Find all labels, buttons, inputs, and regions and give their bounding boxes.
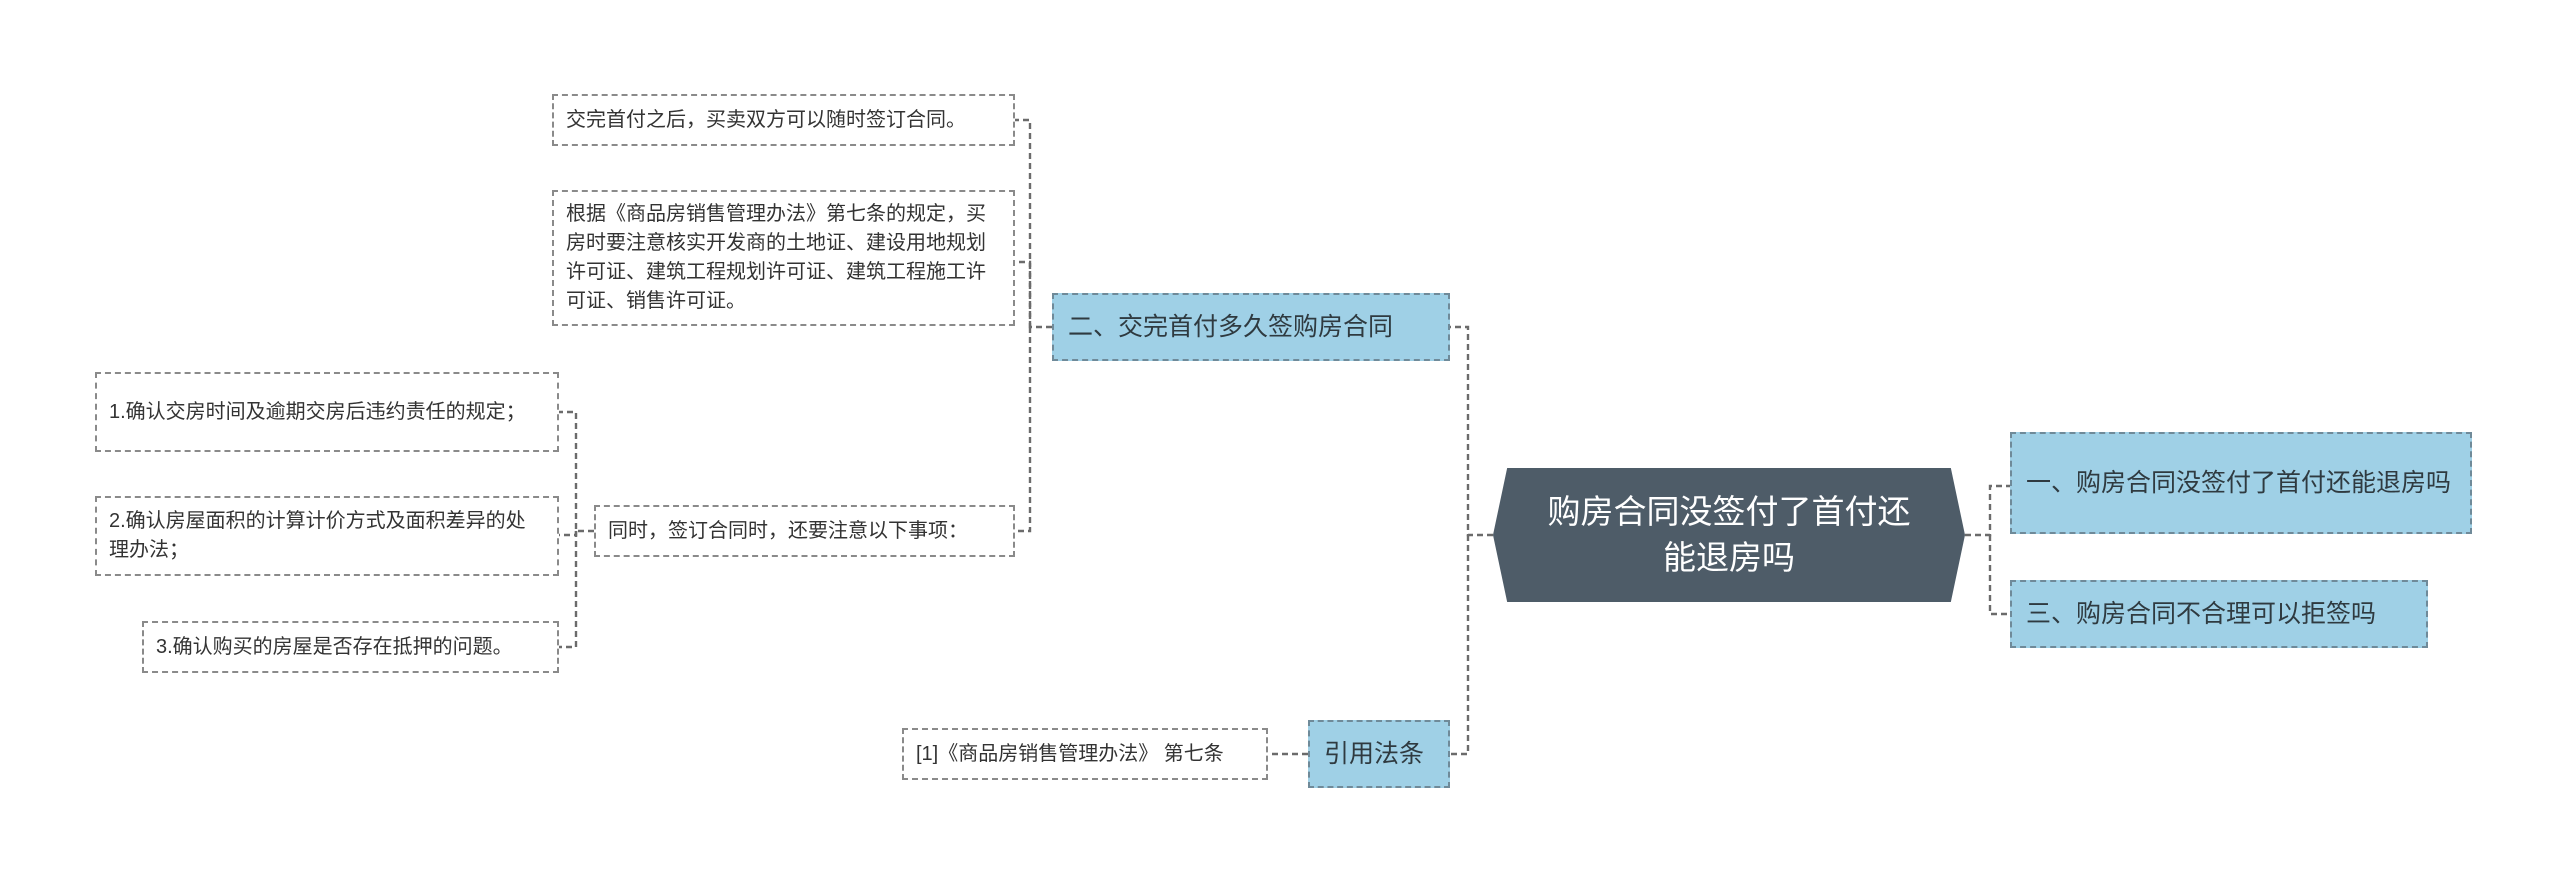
leaf-notes[interactable]: 同时，签订合同时，还要注意以下事项：: [594, 505, 1015, 557]
leaf-first-payment[interactable]: 交完首付之后，买卖双方可以随时签订合同。: [552, 94, 1015, 146]
connector-root-left-2: [1450, 535, 1470, 756]
branch-topic-3-label: 三、购房合同不合理可以拒签吗: [2026, 599, 2377, 628]
sub-item-2-text: 2.确认房屋面积的计算计价方式及面积差异的处理办法；: [109, 510, 526, 561]
connector-b2-children: [1015, 118, 1052, 329]
sub-item-1-text: 1.确认交房时间及逾期交房后违约责任的规定；: [109, 400, 526, 423]
connector-subitem3: [559, 531, 578, 649]
root-topic-label: 购房合同没签付了首付还能退房吗: [1547, 492, 1911, 576]
leaf-citation[interactable]: [1]《商品房销售管理办法》 第七条: [902, 728, 1268, 780]
connector-b2-child2: [1015, 260, 1032, 327]
connector-root-right-2: [1988, 535, 2010, 616]
root-topic[interactable]: 购房合同没签付了首付还能退房吗: [1493, 468, 1965, 602]
branch-topic-1-label: 一、购房合同没签付了首付还能退房吗: [2026, 468, 2452, 497]
branch-topic-2-label: 二、交完首付多久签购房合同: [1068, 312, 1394, 341]
sub-item-3-text: 3.确认购买的房屋是否存在抵押的问题。: [156, 635, 513, 658]
sub-item-1[interactable]: 1.确认交房时间及逾期交房后违约责任的规定；: [95, 372, 559, 452]
leaf-regulation-text: 根据《商品房销售管理办法》第七条的规定，买房时要注意核实开发商的土地证、建设用地…: [566, 203, 986, 312]
sub-item-3[interactable]: 3.确认购买的房屋是否存在抵押的问题。: [142, 621, 559, 673]
leaf-first-payment-text: 交完首付之后，买卖双方可以随时签订合同。: [566, 108, 966, 131]
leaf-citation-text: [1]《商品房销售管理办法》 第七条: [916, 742, 1224, 765]
connector-root-right: [1965, 484, 2010, 537]
connector-root-left: [1450, 325, 1493, 537]
branch-citation[interactable]: 引用法条: [1308, 720, 1450, 788]
branch-topic-1[interactable]: 一、购房合同没签付了首付还能退房吗: [2010, 432, 2472, 534]
branch-topic-2[interactable]: 二、交完首付多久签购房合同: [1052, 293, 1450, 361]
branch-citation-label: 引用法条: [1324, 739, 1425, 768]
leaf-notes-text: 同时，签订合同时，还要注意以下事项：: [608, 519, 968, 542]
sub-item-2[interactable]: 2.确认房屋面积的计算计价方式及面积差异的处理办法；: [95, 496, 559, 576]
connector-notes-subitems: [559, 410, 594, 533]
leaf-regulation[interactable]: 根据《商品房销售管理办法》第七条的规定，买房时要注意核实开发商的土地证、建设用地…: [552, 190, 1015, 326]
branch-topic-3[interactable]: 三、购房合同不合理可以拒签吗: [2010, 580, 2428, 648]
connector-subitem2: [559, 531, 578, 537]
connector-b2-child3: [1015, 327, 1032, 533]
